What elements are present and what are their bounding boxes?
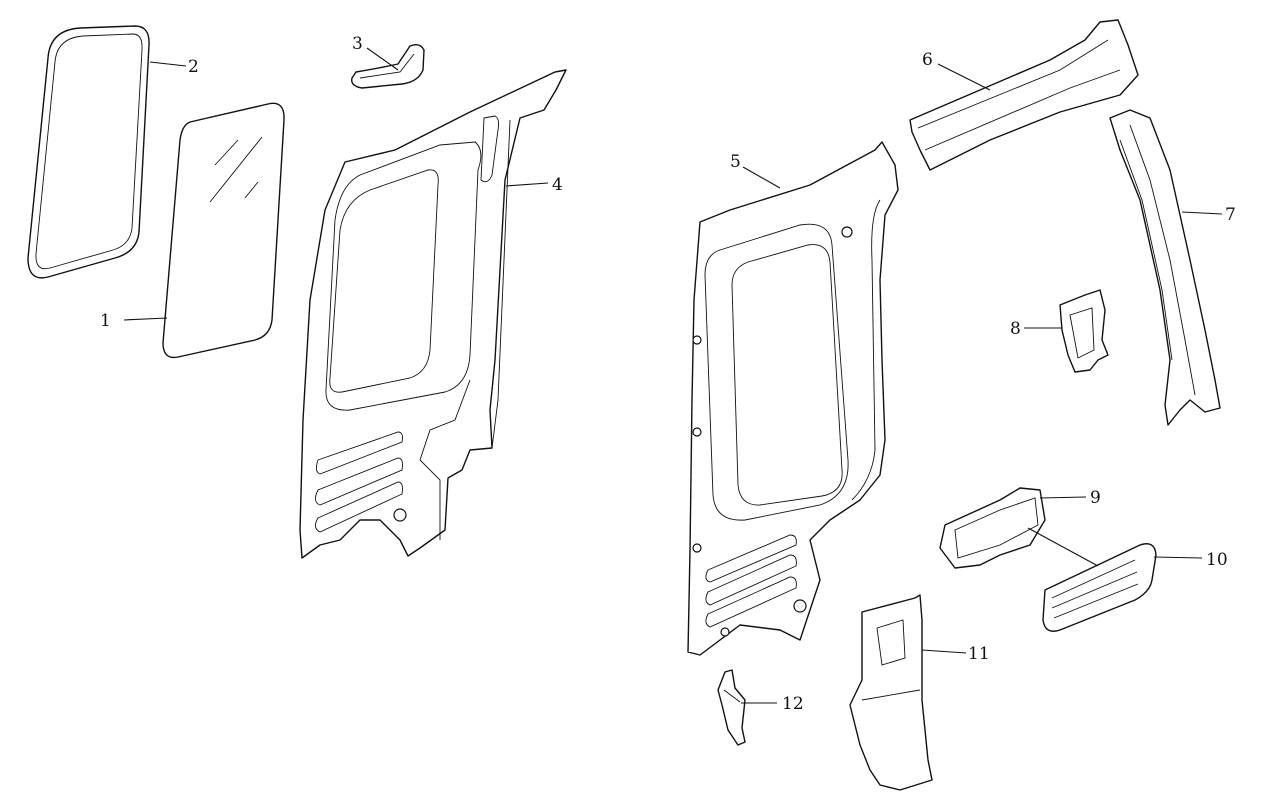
callout-11: 11 — [968, 644, 990, 664]
leader-lines — [123, 47, 1223, 704]
leader-1 — [123, 317, 168, 321]
callout-9: 9 — [1090, 488, 1101, 508]
leader-3 — [366, 47, 399, 71]
leader-2 — [149, 61, 187, 67]
callout-7: 7 — [1225, 205, 1236, 225]
part-8-bracket — [1059, 289, 1109, 373]
part-7-d-pillar-trim — [1109, 109, 1221, 426]
part-3-grab-handle — [351, 43, 425, 89]
part-1-window-glass — [162, 102, 285, 359]
part-12-tab-bracket — [717, 669, 746, 746]
leader-7 — [1181, 211, 1223, 215]
part-10-vent-grille — [1042, 543, 1157, 632]
leader-10 — [1153, 556, 1203, 559]
leader-9 — [1039, 496, 1087, 499]
leader-6 — [937, 63, 991, 91]
part-6-roof-rail — [909, 19, 1139, 171]
callout-2: 2 — [188, 57, 199, 77]
part-4-inner-side-panel — [299, 69, 567, 559]
leader-10b — [1027, 527, 1099, 567]
callout-1: 1 — [100, 311, 111, 331]
part-5-outer-side-panel — [687, 141, 899, 656]
part-11-lower-pillar-panel — [849, 594, 933, 791]
callout-6: 6 — [922, 50, 933, 70]
callout-8: 8 — [1010, 319, 1021, 339]
leader-11 — [921, 649, 967, 654]
callout-4: 4 — [552, 175, 563, 195]
callout-labels: 1 2 3 4 5 6 7 8 9 10 11 12 — [100, 34, 1236, 714]
callout-10: 10 — [1206, 550, 1228, 570]
callout-3: 3 — [352, 34, 363, 54]
leader-5 — [742, 166, 781, 189]
callout-5: 5 — [730, 152, 741, 172]
part-9-lamp-housing — [939, 487, 1046, 569]
leader-4 — [505, 182, 549, 187]
callout-12: 12 — [782, 694, 804, 714]
part-2-window-seal — [27, 25, 150, 279]
